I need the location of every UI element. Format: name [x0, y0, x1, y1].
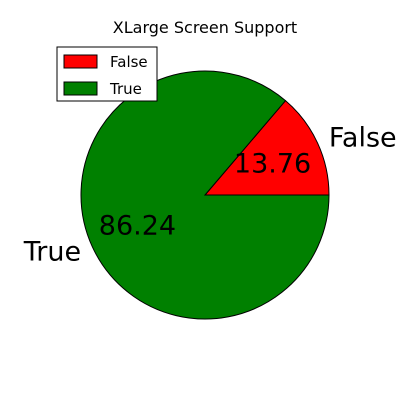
slice-category-label-true: True	[23, 237, 81, 268]
legend-swatch-false	[63, 54, 98, 69]
pie-slice-true	[80, 70, 330, 320]
legend-swatch-true	[63, 81, 98, 96]
chart-title: XLarge Screen Support	[113, 18, 297, 37]
pie-slices	[80, 70, 330, 320]
legend-label-true: True	[109, 80, 142, 98]
pie-slice-false	[203, 99, 330, 196]
legend-label-false: False	[110, 53, 148, 71]
slice-value-label-true: 86.24	[99, 211, 176, 242]
slice-value-label-false: 13.76	[234, 148, 311, 179]
slice-category-label-false: False	[329, 122, 397, 153]
